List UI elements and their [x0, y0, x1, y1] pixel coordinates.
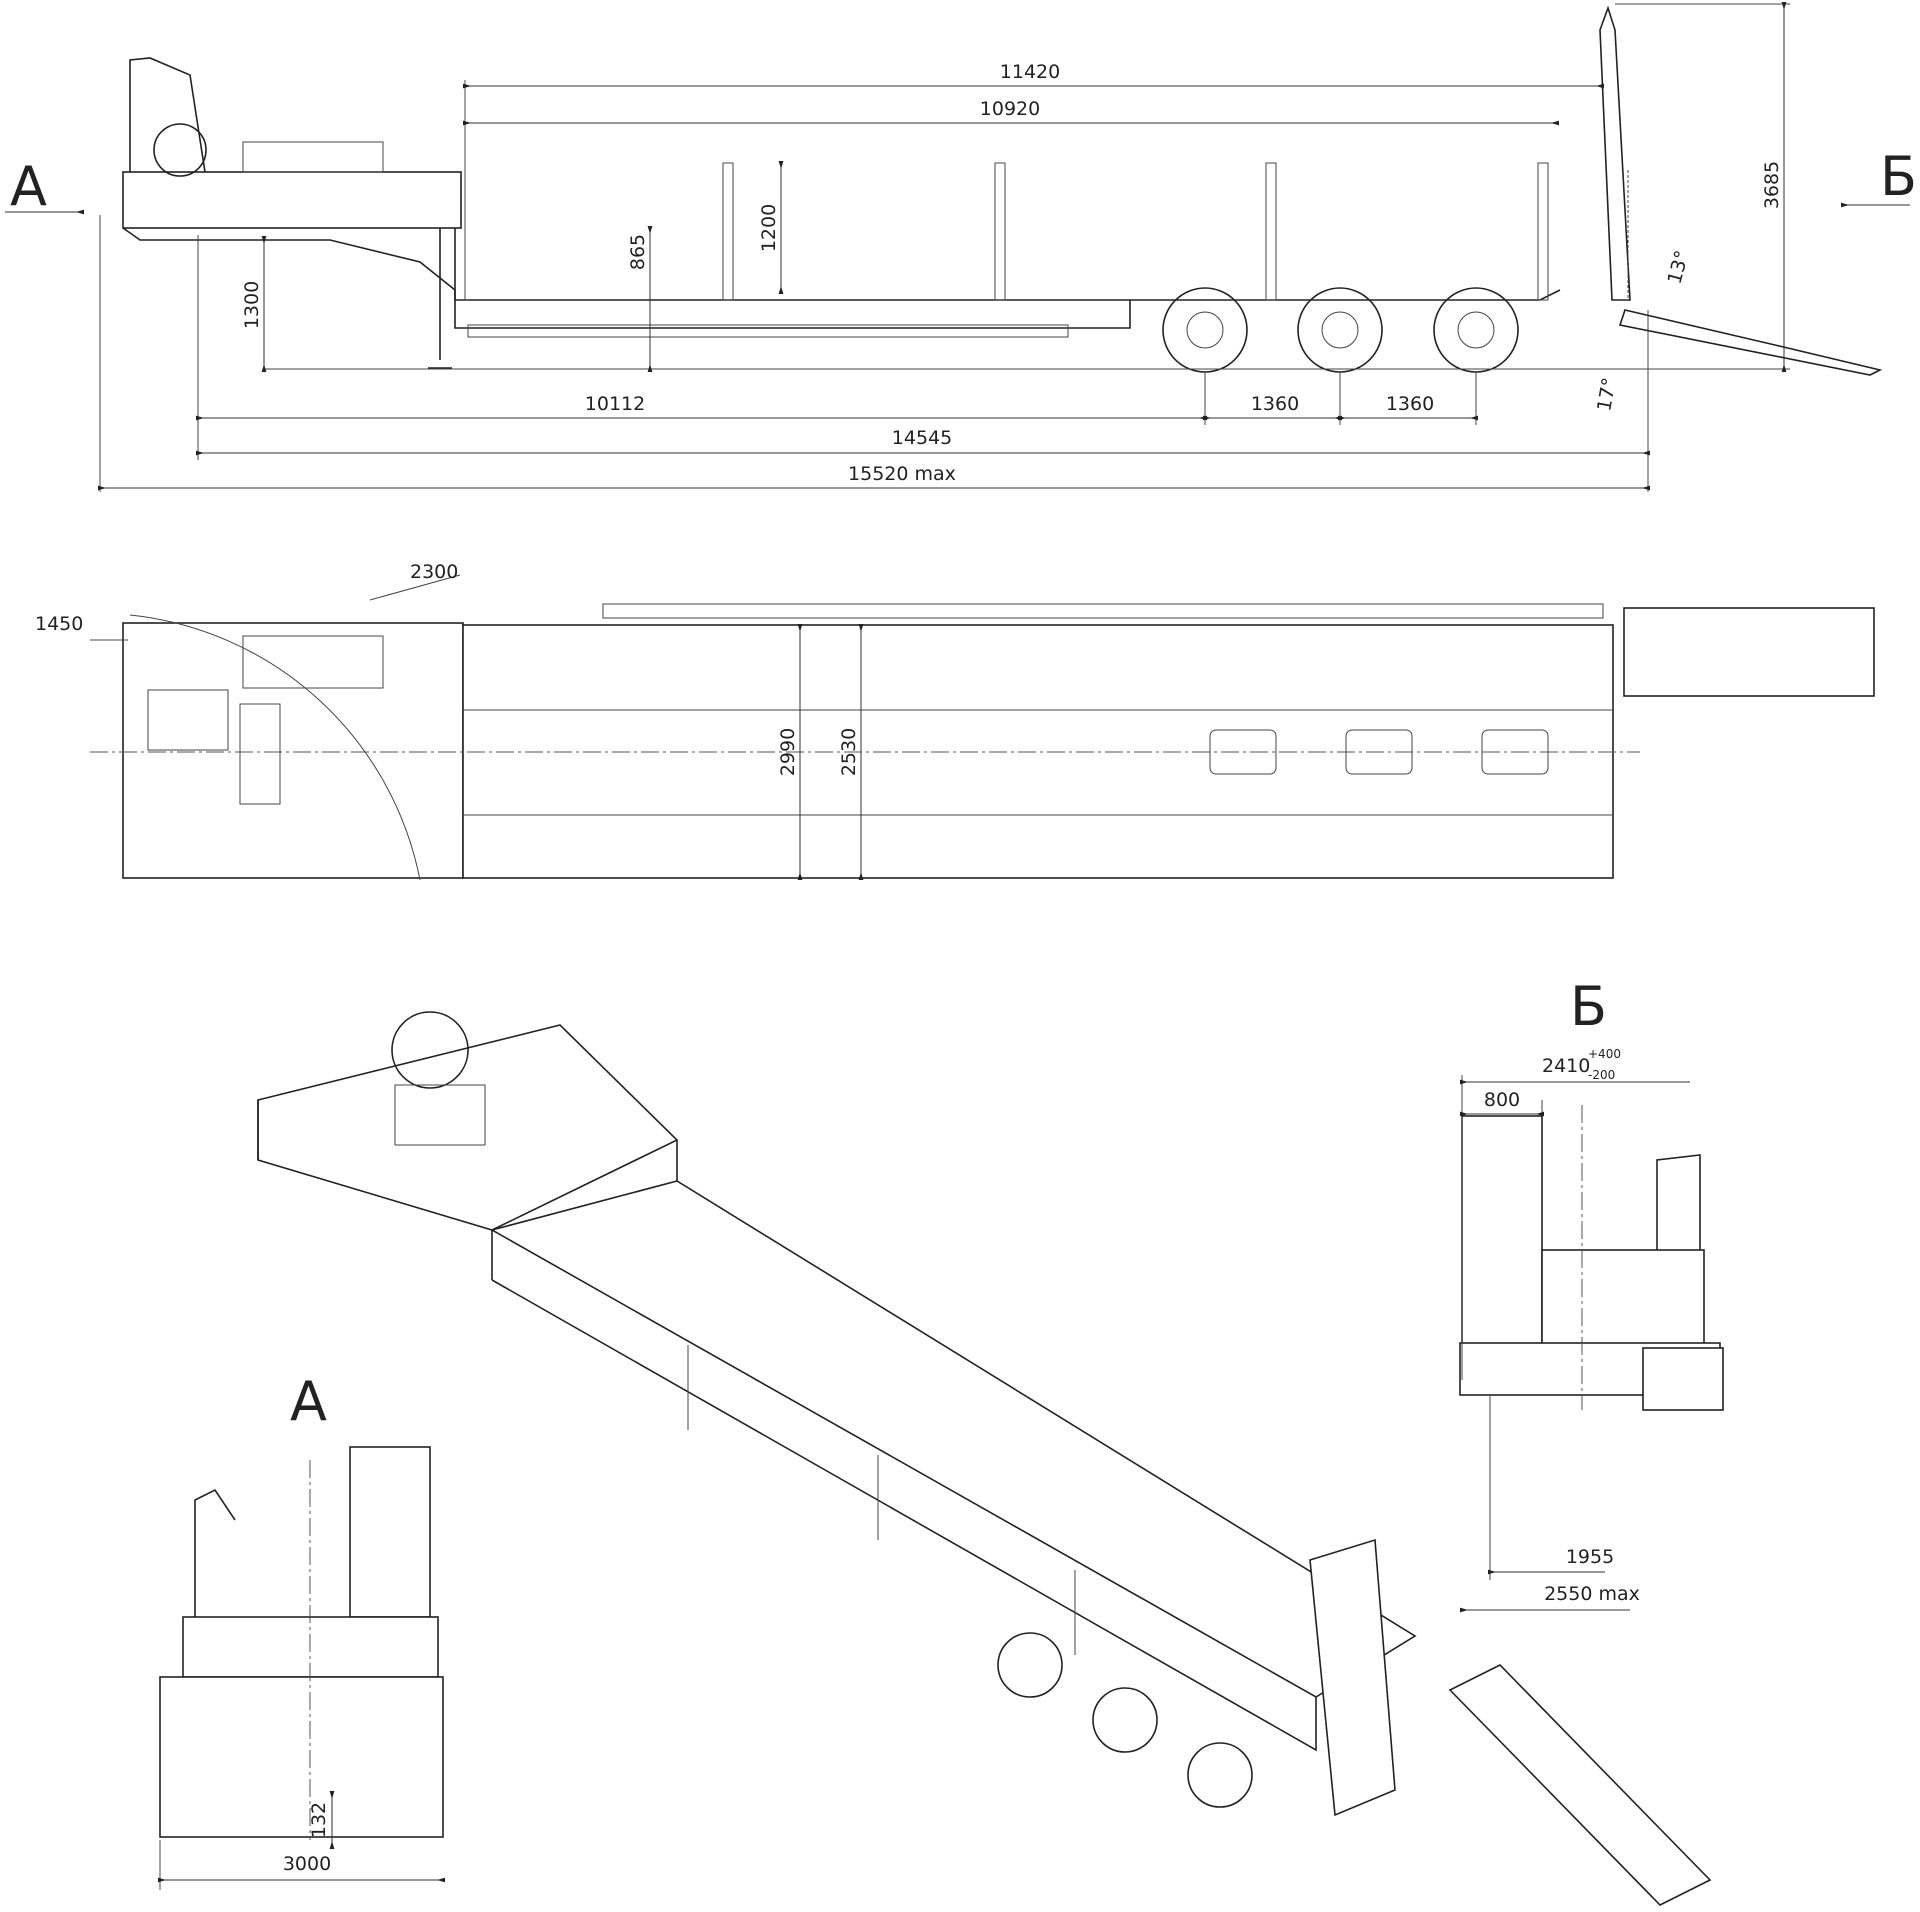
- iso-deck: [489, 1180, 1417, 1698]
- dim-10112: 10112: [585, 393, 645, 415]
- iso-wheel-2: [1092, 1687, 1158, 1753]
- dim-2530: 2530: [838, 728, 860, 776]
- iso-upright-ramp: [1309, 1538, 1396, 1817]
- gooseneck: [122, 171, 462, 229]
- side-view: 11420 10920 1200 865 1300 3685 13° 17° 1…: [5, 1, 1917, 492]
- iso-spare-wheel: [391, 1011, 469, 1089]
- top-view: 2990 2530 1450 2300: [35, 561, 1875, 881]
- lowered-ramp: [1618, 309, 1883, 376]
- view-arrow-b-label: Б: [1880, 145, 1917, 208]
- dim-865: 865: [627, 234, 649, 270]
- side-rail: [467, 324, 1069, 338]
- dim-10920: 10920: [980, 98, 1040, 120]
- chock-rack-plan: [242, 635, 384, 689]
- upright-ramp: [1599, 5, 1631, 301]
- view-b-ramp: [1461, 1115, 1543, 1387]
- side-rail-plan: [602, 603, 1604, 619]
- isometric-view: [257, 1011, 1712, 1906]
- view-b-dim-2410: 2410: [1542, 1055, 1590, 1077]
- dim-2300: 2300: [410, 561, 458, 583]
- dim-14545: 14545: [892, 427, 952, 449]
- view-b-dim-tol-upper: +400: [1588, 1047, 1621, 1061]
- view-a-dim-132: 132: [308, 1802, 330, 1838]
- view-b-mudguard: [1642, 1347, 1724, 1411]
- dim-1450: 1450: [35, 613, 83, 635]
- spare-wheel: [153, 123, 207, 177]
- landing-gear: [428, 228, 452, 369]
- toolbox-plan: [147, 689, 229, 751]
- view-b-winch: [1656, 1154, 1701, 1250]
- view-arrow-a-label: А: [10, 155, 47, 218]
- dim-17deg: 17°: [1593, 376, 1621, 413]
- view-b-dim-2550: 2550 max: [1544, 1583, 1640, 1605]
- view-b-dim-800: 800: [1484, 1089, 1520, 1111]
- iso-stakes: [687, 1345, 1076, 1655]
- dim-15520: 15520 max: [848, 463, 956, 485]
- ramp-plan: [1623, 607, 1875, 697]
- stakes: [722, 162, 1549, 301]
- dim-1200: 1200: [758, 204, 780, 252]
- swing-arc: [129, 614, 421, 881]
- chock-rack: [242, 141, 384, 173]
- dim-1300: 1300: [241, 281, 263, 329]
- winch-frame: [129, 57, 206, 173]
- iso-wheel-1: [997, 1632, 1063, 1698]
- view-a-chassis: [159, 1676, 444, 1838]
- view-b-dim-1955: 1955: [1566, 1546, 1614, 1568]
- view-b-title: Б: [1570, 975, 1607, 1038]
- view-b: Б 2410 +400 -200 800 1955 2550 max: [1459, 975, 1724, 1613]
- wheel-covers: [1209, 729, 1549, 775]
- view-a-dim-3000: 3000: [283, 1853, 331, 1875]
- dim-13deg: 13°: [1664, 248, 1694, 286]
- dim-1360-b: 1360: [1386, 393, 1434, 415]
- view-a-title: А: [290, 1370, 327, 1433]
- dim-1360-a: 1360: [1251, 393, 1299, 415]
- box-plan: [239, 703, 281, 805]
- view-a-ramps: [349, 1446, 431, 1618]
- deck-outline: [122, 227, 1561, 301]
- view-a: А 3000 132: [158, 1370, 445, 1890]
- view-a-winch: [194, 1488, 236, 1617]
- dim-11420: 11420: [1000, 61, 1060, 83]
- dim-3685: 3685: [1761, 161, 1783, 209]
- iso-wheel-3: [1187, 1742, 1253, 1808]
- iso-toolbox: [394, 1084, 486, 1146]
- iso-lowered-ramp: [1448, 1664, 1712, 1906]
- view-b-dim-tol-lower: -200: [1588, 1068, 1615, 1082]
- dim-2990: 2990: [777, 728, 799, 776]
- frame-beam: [454, 228, 1131, 329]
